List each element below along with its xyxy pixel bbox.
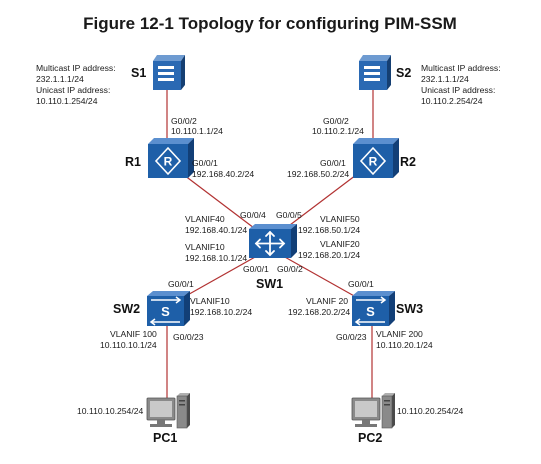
sw1-g004-port: G0/0/4 bbox=[240, 210, 266, 220]
device-label-r1: R1 bbox=[125, 155, 141, 169]
sw1-vlanif50-name: VLANIF50 bbox=[320, 214, 360, 224]
pc-pc2[interactable]: PC2 bbox=[351, 393, 395, 445]
pc1-ip-address: 10.110.10.254/24 bbox=[77, 406, 143, 416]
r1-g002-port: G0/0/2 bbox=[171, 116, 197, 126]
sw2-vlanif10-name: VLANIF10 bbox=[190, 296, 230, 306]
switch-sw3[interactable]: S SW3 bbox=[352, 291, 423, 326]
sw3-vlanif20-ip: 192.168.20.2/24 bbox=[288, 307, 350, 317]
sw3-vlanif20-name: VLANIF 20 bbox=[306, 296, 348, 306]
link-r2-sw1 bbox=[285, 171, 361, 229]
sw2-g001-port: G0/0/1 bbox=[168, 279, 194, 289]
r2-g001-ip: 192.168.50.2/24 bbox=[287, 169, 349, 179]
device-label-r2: R2 bbox=[400, 155, 416, 169]
svg-text:S: S bbox=[161, 304, 170, 319]
s2-address-info: Multicast IP address: 232.1.1.1/24 Unica… bbox=[421, 63, 501, 106]
sw1-vlanif40-name: VLANIF40 bbox=[185, 214, 225, 224]
sw1-vlanif40-ip: 192.168.40.1/24 bbox=[185, 225, 247, 235]
sw2-g0023-port: G0/0/23 bbox=[173, 332, 204, 342]
switch-icon: S bbox=[147, 291, 190, 326]
link-sw1-sw2 bbox=[183, 255, 258, 298]
r2-g002-port: G0/0/2 bbox=[323, 116, 349, 126]
sw3-vlanif200-name: VLANIF 200 bbox=[376, 329, 423, 339]
server-icon bbox=[153, 55, 185, 90]
router-icon: R bbox=[353, 138, 399, 178]
link-sw1-sw3 bbox=[282, 255, 357, 298]
device-label-pc1: PC1 bbox=[153, 431, 177, 445]
s1-info-line: Multicast IP address: bbox=[36, 63, 116, 73]
router-icon: R bbox=[148, 138, 194, 178]
core-switch-sw1[interactable]: SW1 bbox=[249, 224, 297, 291]
r2-g002-ip: 10.110.2.1/24 bbox=[312, 126, 364, 136]
pc2-ip-address: 10.110.20.254/24 bbox=[397, 406, 463, 416]
device-label-s1: S1 bbox=[131, 66, 146, 80]
sw1-g001-port: G0/0/1 bbox=[243, 264, 269, 274]
r1-g001-port: G0/0/1 bbox=[192, 158, 218, 168]
svg-text:S: S bbox=[366, 304, 375, 319]
sw3-vlanif200-ip: 10.110.20.1/24 bbox=[376, 340, 433, 350]
s1-address-info: Multicast IP address: 232.1.1.1/24 Unica… bbox=[36, 63, 116, 106]
server-s2[interactable]: S2 bbox=[359, 55, 411, 90]
sw1-vlanif20-ip: 192.168.20.1/24 bbox=[298, 250, 360, 260]
sw3-g001-port: G0/0/1 bbox=[348, 279, 374, 289]
pc-icon bbox=[146, 393, 190, 429]
sw2-vlanif100-ip: 10.110.10.1/24 bbox=[100, 340, 157, 350]
device-label-s2: S2 bbox=[396, 66, 411, 80]
device-label-sw2: SW2 bbox=[113, 302, 140, 316]
s1-info-line: 10.110.1.254/24 bbox=[36, 96, 98, 106]
s2-info-line: 232.1.1.1/24 bbox=[421, 74, 469, 84]
sw2-vlanif100-name: VLANIF 100 bbox=[110, 329, 157, 339]
device-label-sw1: SW1 bbox=[256, 277, 283, 291]
device-label-sw3: SW3 bbox=[396, 302, 423, 316]
sw1-vlanif20-name: VLANIF20 bbox=[320, 239, 360, 249]
pc-icon bbox=[351, 393, 395, 429]
sw3-g0023-port: G0/0/23 bbox=[336, 332, 367, 342]
sw2-vlanif10-ip: 192.168.10.2/24 bbox=[190, 307, 252, 317]
pc-pc1[interactable]: PC1 bbox=[146, 393, 190, 445]
sw1-g005-port: G0/0/5 bbox=[276, 210, 302, 220]
device-label-pc2: PC2 bbox=[358, 431, 382, 445]
svg-text:R: R bbox=[164, 155, 173, 169]
s2-info-line: Multicast IP address: bbox=[421, 63, 501, 73]
s1-info-line: 232.1.1.1/24 bbox=[36, 74, 84, 84]
sw1-g002-port: G0/0/2 bbox=[277, 264, 303, 274]
switch-sw2[interactable]: S SW2 bbox=[113, 291, 190, 326]
svg-text:R: R bbox=[369, 155, 378, 169]
sw1-vlanif10-ip: 192.168.10.1/24 bbox=[185, 253, 247, 263]
sw1-vlanif10-name: VLANIF10 bbox=[185, 242, 225, 252]
router-r2[interactable]: R R2 bbox=[353, 138, 416, 178]
sw1-vlanif50-ip: 192.168.50.1/24 bbox=[298, 225, 360, 235]
r1-g001-ip: 192.168.40.2/24 bbox=[192, 169, 254, 179]
server-s1[interactable]: S1 bbox=[131, 55, 185, 90]
switch-icon: S bbox=[352, 291, 395, 326]
server-icon bbox=[359, 55, 391, 90]
core-switch-icon bbox=[249, 224, 297, 258]
figure-title: Figure 12-1 Topology for configuring PIM… bbox=[83, 14, 457, 33]
router-r1[interactable]: R R1 bbox=[125, 138, 194, 178]
s1-info-line: Unicast IP address: bbox=[36, 85, 110, 95]
link-r1-sw1 bbox=[179, 171, 255, 229]
r2-g001-port: G0/0/1 bbox=[320, 158, 346, 168]
r1-g002-ip: 10.110.1.1/24 bbox=[171, 126, 223, 136]
s2-info-line: Unicast IP address: bbox=[421, 85, 495, 95]
s2-info-line: 10.110.2.254/24 bbox=[421, 96, 483, 106]
links bbox=[166, 86, 374, 399]
